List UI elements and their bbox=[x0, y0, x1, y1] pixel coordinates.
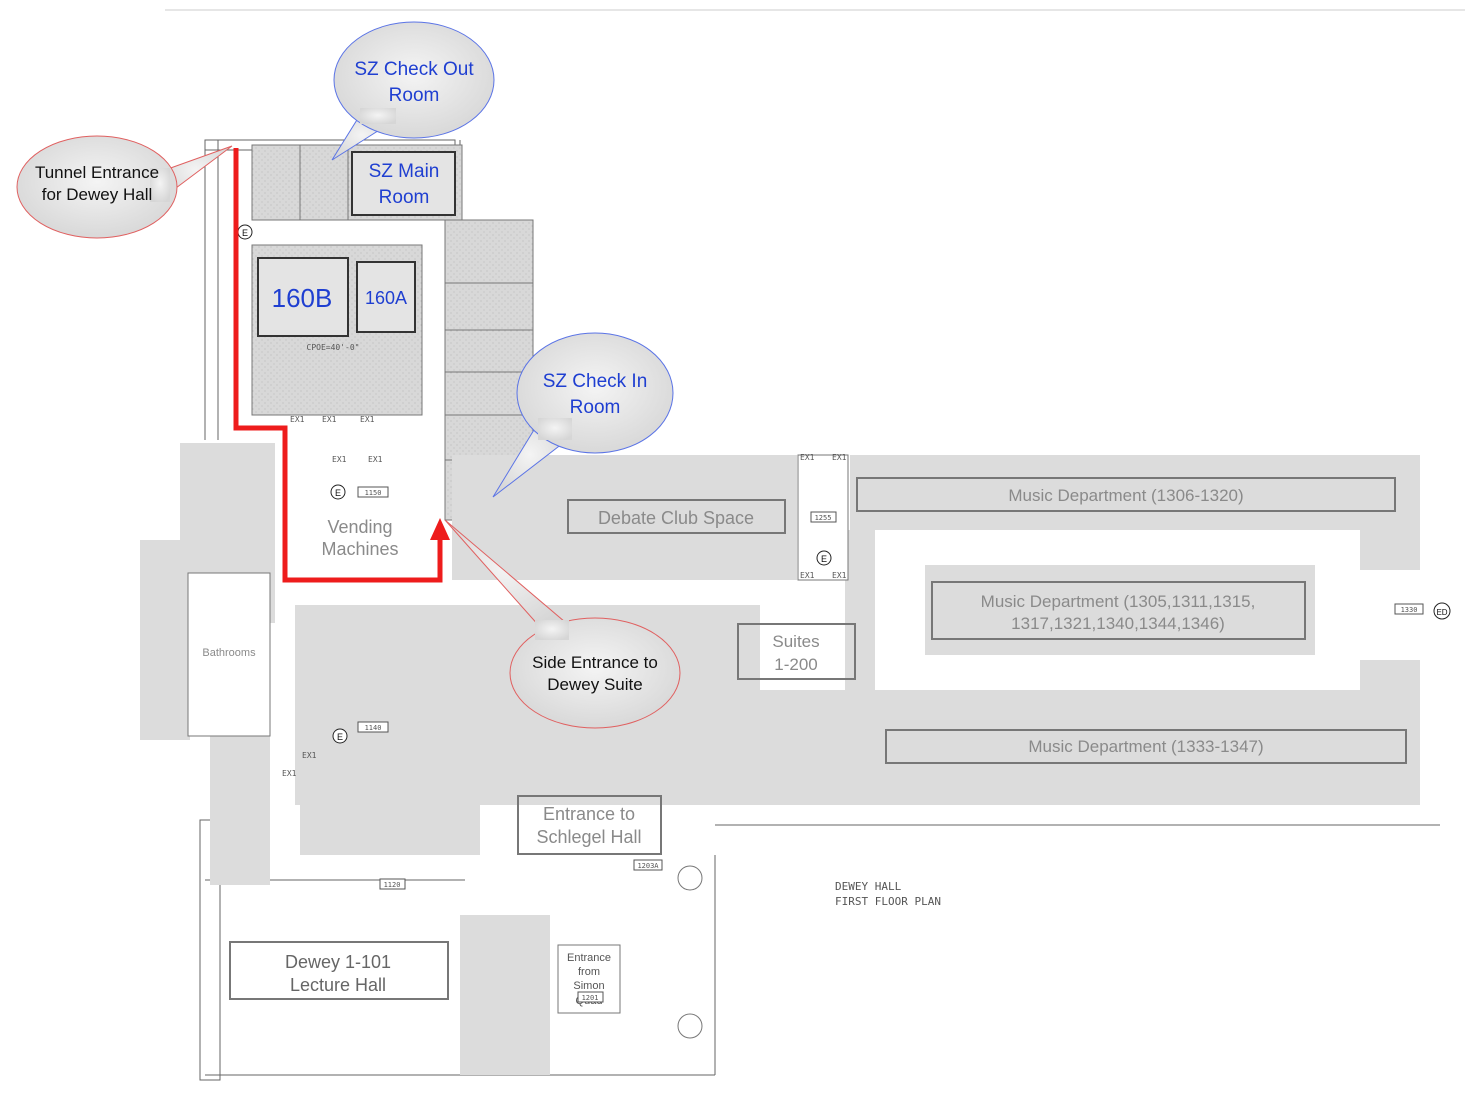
callout-tunnel-entrance: Tunnel Entrance for Dewey Hall bbox=[16, 135, 233, 239]
exit-tag-a: EX1 bbox=[290, 415, 305, 424]
vending-label-line2: Machines bbox=[321, 539, 398, 559]
room-160a-box bbox=[356, 261, 416, 333]
simon-quad-line3: Simon bbox=[573, 980, 604, 992]
debate-club-label: Debate Club Space bbox=[598, 508, 754, 528]
suites-label-line2: 1-200 bbox=[774, 655, 817, 674]
schlegel-label-line1: Entrance to bbox=[543, 804, 635, 824]
lecture-hall-label-line2: Lecture Hall bbox=[290, 975, 386, 995]
bathrooms-room bbox=[187, 572, 271, 737]
route-arrowhead bbox=[430, 518, 450, 540]
sz-main-room-line1: SZ Main bbox=[369, 161, 440, 182]
callout-sz-check-in: SZ Check In Room bbox=[492, 332, 674, 498]
courtyard-bottom bbox=[875, 660, 1310, 688]
vending-label-line1: Vending bbox=[327, 517, 392, 537]
exit-marker-3: E bbox=[821, 554, 827, 564]
exit-tag-k: EX1 bbox=[302, 751, 317, 760]
lecture-hall-label-line1: Dewey 1-101 bbox=[285, 952, 391, 972]
exit-tag-b: EX1 bbox=[322, 415, 337, 424]
exit-tag-f: EX1 bbox=[800, 453, 815, 462]
route-path bbox=[233, 148, 443, 583]
simon-quad-line1: Entrance bbox=[567, 952, 611, 964]
simon-quad-line2: from bbox=[578, 966, 600, 978]
room-label-boxes bbox=[229, 477, 1407, 1014]
callout-tunnel-line1: Tunnel Entrance bbox=[35, 163, 159, 182]
callout-side-entrance: Side Entrance to Dewey Suite bbox=[444, 519, 681, 729]
room-number-tags: 1150 1140 1120 1203A 1201 1330 1255 bbox=[357, 486, 1424, 1003]
callout-side-line1: Side Entrance to bbox=[532, 653, 658, 672]
courtyard-top bbox=[875, 530, 1310, 555]
callout-sz-check-out: SZ Check Out Room bbox=[331, 21, 495, 161]
music-1333-label: Music Department (1333-1347) bbox=[1028, 737, 1263, 756]
columns bbox=[677, 865, 703, 1039]
callout-checkout-line1: SZ Check Out bbox=[354, 59, 474, 80]
exit-tag-d: EX1 bbox=[332, 455, 347, 464]
callout-tunnel-line2: for Dewey Hall bbox=[42, 185, 153, 204]
room-160b-box bbox=[257, 257, 349, 337]
bathrooms-label: Bathrooms bbox=[202, 647, 256, 659]
exit-marker-2: E bbox=[335, 488, 341, 498]
music-1305-label-line1: Music Department (1305,1311,1315, bbox=[981, 592, 1256, 611]
exit-marker-4: E bbox=[337, 732, 343, 742]
exit-tag-g: EX1 bbox=[832, 453, 847, 462]
exit-tag-c: EX1 bbox=[360, 415, 375, 424]
room-1140: 1140 bbox=[365, 724, 382, 732]
room-1120: 1120 bbox=[384, 881, 401, 889]
floorplan-title-line2: FIRST FLOOR PLAN bbox=[835, 895, 941, 908]
room-1203a: 1203A bbox=[637, 862, 659, 870]
exit-tags: EX1 EX1 EX1 EX1 EX1 EX1 EX1 EX1 EX1 EX1 … bbox=[282, 415, 847, 778]
room-1201: 1201 bbox=[582, 994, 599, 1002]
exit-marker-1: E bbox=[242, 228, 248, 238]
room-1255: 1255 bbox=[815, 514, 832, 522]
callout-checkin-line1: SZ Check In bbox=[543, 371, 648, 392]
room-1330: 1330 bbox=[1401, 606, 1418, 614]
sz-main-room-line2: Room bbox=[379, 187, 430, 208]
music-1306-label: Music Department (1306-1320) bbox=[1008, 486, 1243, 505]
corridors bbox=[140, 443, 1420, 1075]
callout-checkin-line2: Room bbox=[570, 397, 621, 418]
music-1305-label-line2: 1317,1321,1340,1344,1346) bbox=[1011, 614, 1225, 633]
exit-door-marker: ED bbox=[1436, 608, 1447, 617]
floorplan-title-line1: DEWEY HALL bbox=[835, 880, 902, 893]
room-160b-label: 160B bbox=[272, 283, 333, 313]
room-1150: 1150 bbox=[365, 489, 382, 497]
sz-main-room-box bbox=[351, 151, 456, 216]
exit-tag-h: EX1 bbox=[800, 571, 815, 580]
callout-side-line2: Dewey Suite bbox=[547, 675, 642, 694]
schlegel-label-line2: Schlegel Hall bbox=[536, 827, 641, 847]
exit-tag-e: EX1 bbox=[368, 455, 383, 464]
callout-checkout-line2: Room bbox=[389, 85, 440, 106]
exit-tag-i: EX1 bbox=[832, 571, 847, 580]
cpoe-label: CPOE=40'-0" bbox=[307, 343, 360, 352]
exit-tag-j: EX1 bbox=[282, 769, 297, 778]
room-160a-label: 160A bbox=[365, 288, 407, 308]
suites-label-line1: Suites bbox=[772, 632, 819, 651]
